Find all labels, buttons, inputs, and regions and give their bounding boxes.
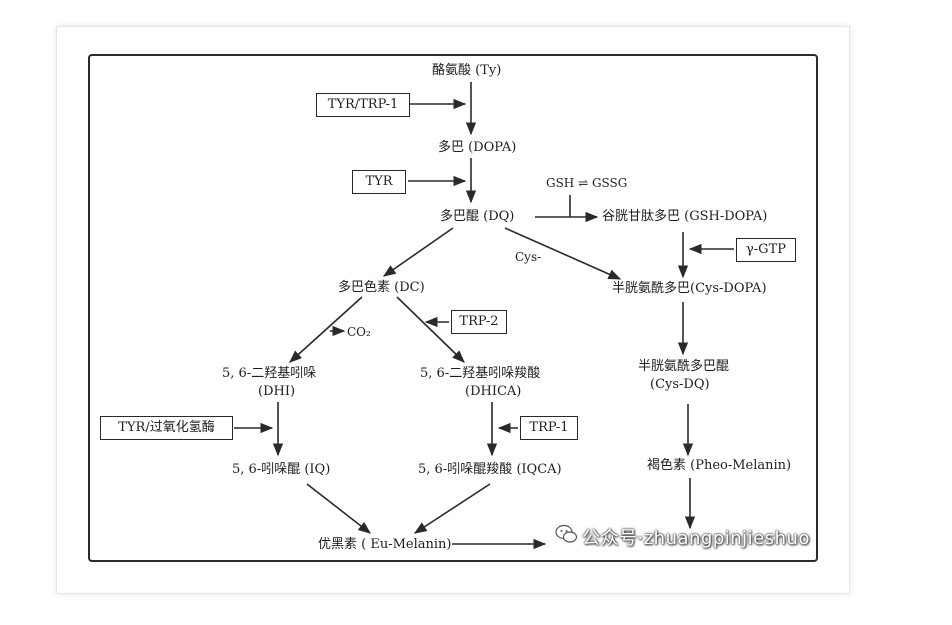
arrow-dq-dc (382, 227, 454, 277)
node-cys-dopa: 半胱氨酰多巴(Cys-DOPA) (612, 281, 767, 296)
enzyme-tyr-trp1: TYR/TRP-1 (316, 93, 410, 117)
watermark: 公众号·zhuangpinjieshuo (548, 516, 810, 552)
node-dq: 多巴醌 (DQ) (440, 209, 515, 224)
node-iq: 5, 6-吲哚醌 (IQ) (232, 462, 331, 477)
node-gsh-dopa: 谷胱甘肽多巴 (GSH-DOPA) (602, 209, 768, 224)
node-co2: CO₂ (347, 325, 371, 339)
node-pheomelanin: 褐色素 (Pheo-Melanin) (647, 458, 792, 473)
enzyme-trp2: TRP-2 (451, 310, 507, 334)
node-gsh-gssg: GSH ⇌ GSSG (546, 176, 628, 190)
arrow-iqca-eu (413, 483, 491, 534)
node-dhi-name: 5, 6-二羟基吲哚 (222, 366, 317, 381)
enzyme-tyr: TYR (352, 170, 406, 194)
enzyme-ggtp: γ-GTP (736, 238, 796, 262)
wechat-icon (555, 524, 578, 543)
enzyme-trp1: TRP-1 (520, 416, 578, 440)
node-eumelanin: 优黑素 ( Eu-Melanin) (318, 537, 452, 552)
node-dhica-name: 5, 6-二羟基吲哚羧酸 (420, 366, 541, 381)
node-cys-dq-name: 半胱氨酰多巴醌 (638, 359, 730, 374)
arrow-iq-eu (306, 483, 372, 534)
diagram-frame (88, 54, 818, 562)
watermark-text: 公众号·zhuangpinjieshuo (582, 528, 810, 549)
node-cys-dq-abbr: (Cys-DQ) (650, 377, 710, 392)
node-tyrosine: 酪氨酸 (Ty) (432, 63, 502, 78)
label-cys: Cys- (515, 250, 542, 264)
node-iqca: 5, 6-吲哚醌羧酸 (IQCA) (418, 462, 562, 477)
node-dhi-abbr: (DHI) (258, 384, 296, 399)
arrow-dc-dhi (289, 296, 363, 363)
enzyme-tyr-peroxidase: TYR/过氧化氢酶 (100, 416, 233, 440)
arrow-dq-cysdopa (504, 227, 622, 280)
node-dc: 多巴色素 (DC) (338, 280, 425, 295)
node-dhica-abbr: (DHICA) (465, 384, 522, 399)
node-dopa: 多巴 (DOPA) (438, 140, 517, 155)
arrow-dc-dhica (396, 296, 465, 363)
